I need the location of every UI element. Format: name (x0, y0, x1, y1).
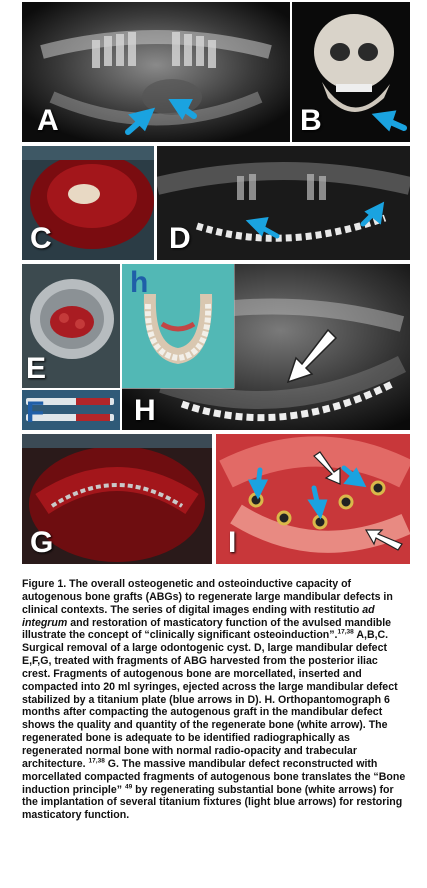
panel-c-surgery-photo: C (22, 146, 154, 260)
caption-text-3: A,B,C. Surgical removal of a large odont… (22, 629, 398, 770)
panel-label-b: B (300, 104, 322, 137)
caption-italic: ad integrum (22, 603, 375, 629)
panel-label-i: I (228, 526, 237, 559)
panel-e-bone-fragments: E (22, 264, 120, 388)
figure-label: Figure 1. (22, 578, 67, 590)
caption-text-5: by regenerating substantial bone (white … (22, 783, 403, 822)
panel-label-d: D (169, 222, 191, 255)
caption-ref-2: 17,38 (88, 757, 105, 765)
dental-cast-photo (122, 264, 234, 388)
caption-text-4: G. The massive mandibular defect reconst… (22, 757, 406, 796)
panel-d-xray-plate: D (157, 146, 410, 260)
panel-g-reconstruction: G (22, 434, 212, 564)
figure-caption: Figure 1. The overall osteogenetic and o… (22, 578, 406, 822)
arrows-i (247, 451, 403, 551)
bone-bowl-photo-e (22, 264, 120, 388)
reconstruction-photo-g (22, 434, 212, 564)
caption-text-1: The overall osteogenetic and osteoinduct… (22, 578, 393, 616)
caption-ref-1: 17,38 (337, 628, 354, 636)
caption-ref-3: 49 (125, 782, 133, 790)
white-arrow-h (286, 328, 338, 384)
panel-a-panoramic-xray: A (22, 2, 290, 142)
panel-label-c: C (30, 222, 52, 255)
blue-arrows-a (125, 99, 197, 135)
panoramic-xray-image-a (22, 2, 290, 142)
panel-h-small-cast: h (122, 264, 234, 388)
panel-b-3d-ct: B (292, 2, 410, 142)
panel-label-h: H (134, 394, 156, 427)
panel-f-syringes: F (22, 390, 120, 430)
panel-label-e: E (26, 352, 47, 385)
syringes-photo-f (22, 390, 120, 430)
panel-label-f: F (26, 396, 45, 429)
blue-arrow-b (371, 110, 407, 132)
panel-i-implants: I (216, 434, 410, 564)
panel-label-h-small: h (130, 266, 149, 299)
xray-plate-image-d (157, 146, 410, 260)
blue-arrows-d (245, 201, 385, 239)
implants-photo-i (216, 434, 410, 564)
surgical-photo-c (22, 146, 154, 260)
caption-text-2: and restoration of masticatory function … (22, 616, 392, 642)
panel-label-g: G (30, 526, 54, 559)
panel-label-a: A (37, 104, 59, 137)
